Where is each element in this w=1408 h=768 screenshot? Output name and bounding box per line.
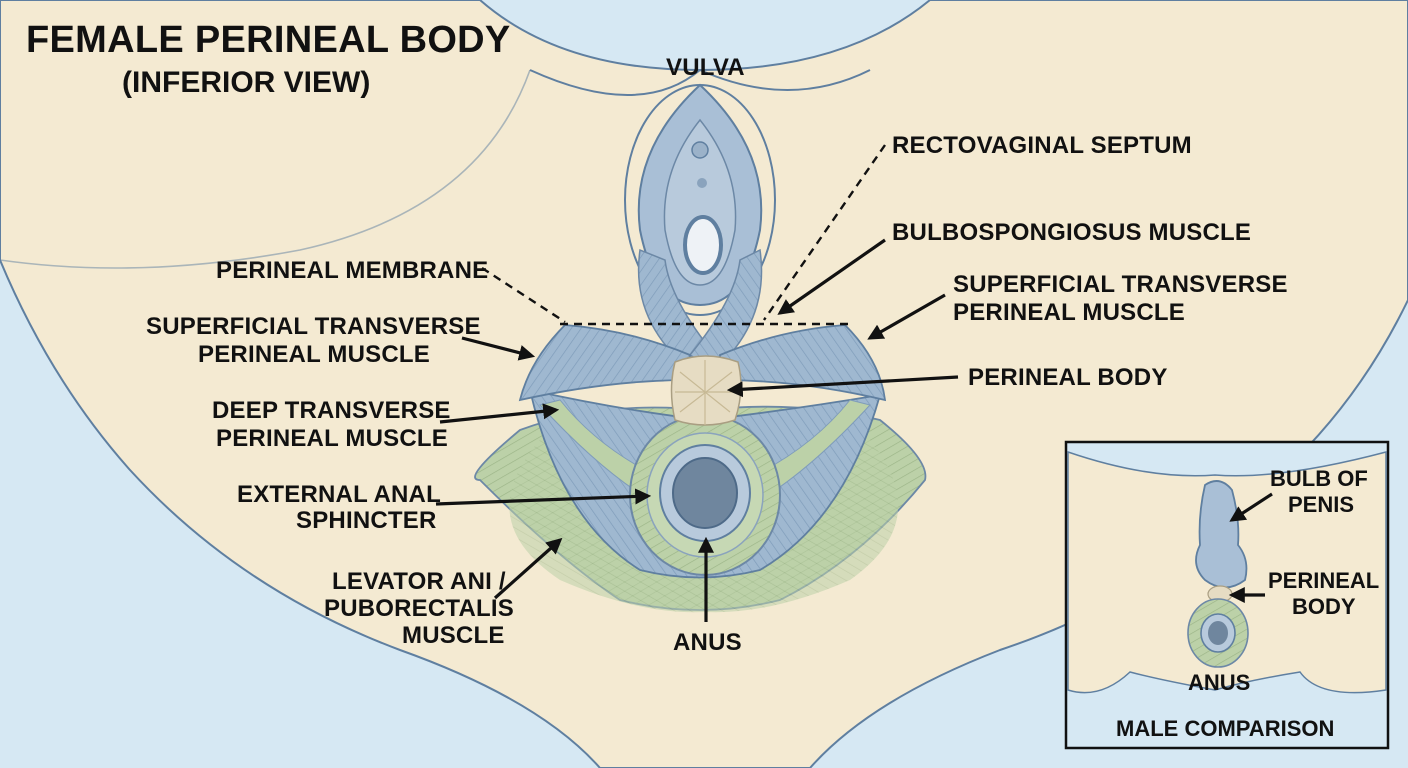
bulbospongiosus-arrow	[777, 238, 886, 315]
label-levator-ani-3: MUSCLE	[402, 622, 505, 649]
male-comparison-inset: BULB OF PENIS PERINEAL BODY ANUS MALE CO…	[1064, 440, 1390, 750]
label-bulbospongiosus: BULBOSPONGIOSUS MUSCLE	[892, 219, 1251, 246]
rectovaginal-septum-leader	[763, 144, 886, 321]
inset-label-anus: ANUS	[1188, 670, 1250, 695]
levator-ani-arrow	[493, 537, 563, 600]
label-ext-anal-sphincter-2: SPHINCTER	[296, 507, 436, 534]
label-levator-ani-1: LEVATOR ANI /	[332, 568, 506, 595]
superficial-transverse-perineal-muscle	[518, 324, 887, 402]
sup-transverse-left-arrow	[461, 336, 536, 361]
ext-anal-sphincter-arrow	[435, 488, 652, 506]
inset-label-perineal-body-1: PERINEAL	[1268, 568, 1379, 593]
page-title: FEMALE PERINEAL BODY	[26, 19, 511, 61]
deep-transverse-arrow	[439, 403, 560, 424]
perineal-body	[670, 355, 742, 426]
page-subtitle: (INFERIOR VIEW)	[122, 66, 370, 99]
vulva-illustration	[624, 83, 776, 316]
external-anal-sphincter	[629, 414, 781, 576]
inset-label-perineal-body-2: BODY	[1292, 594, 1356, 619]
label-vulva: VULVA	[666, 54, 745, 81]
perineal-body-arrow	[726, 375, 959, 398]
label-rectovaginal-septum: RECTOVAGINAL SEPTUM	[892, 132, 1192, 159]
label-deep-transverse-1: DEEP TRANSVERSE	[212, 397, 451, 424]
sup-transverse-right-arrow	[867, 293, 946, 340]
label-perineal-body: PERINEAL BODY	[968, 364, 1168, 391]
label-levator-ani-2: PUBORECTALIS	[324, 595, 514, 622]
label-ext-anal-sphincter-1: EXTERNAL ANAL	[237, 481, 441, 508]
inset-caption: MALE COMPARISON	[1116, 716, 1334, 741]
inset-label-bulb-2: PENIS	[1288, 492, 1354, 517]
inset-bulb-arrow	[1229, 492, 1273, 522]
label-sup-transverse-left-1: SUPERFICIAL TRANSVERSE	[146, 313, 481, 340]
label-deep-transverse-2: PERINEAL MUSCLE	[216, 425, 448, 452]
label-sup-transverse-left-2: PERINEAL MUSCLE	[198, 341, 430, 368]
inset-label-bulb-1: BULB OF	[1270, 466, 1368, 491]
label-sup-transverse-right-1: SUPERFICIAL TRANSVERSE	[953, 271, 1288, 298]
label-perineal-membrane: PERINEAL MEMBRANE	[216, 257, 488, 284]
label-anus: ANUS	[673, 629, 742, 656]
label-sup-transverse-right-2: PERINEAL MUSCLE	[953, 299, 1185, 326]
perineal-membrane-leader	[481, 266, 566, 324]
